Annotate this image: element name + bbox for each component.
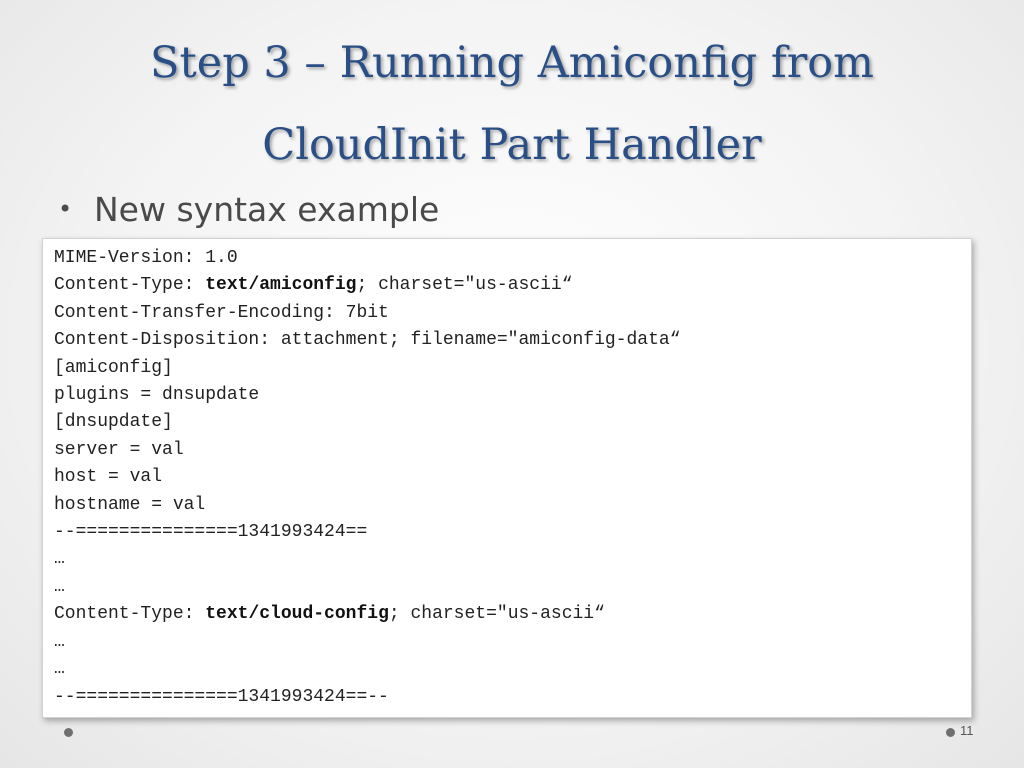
left-footer-dot-icon [64, 728, 73, 737]
slide-title-line-1: Step 3 – Running Amiconfig from [150, 38, 874, 88]
code-line: hostname = val [54, 494, 206, 515]
code-text: Content-Type: [54, 604, 206, 625]
code-block: MIME-Version: 1.0 Content-Type: text/ami… [42, 238, 972, 718]
code-bold-text: text/cloud-config [205, 604, 389, 625]
code-bold-text: text/amiconfig [205, 275, 357, 296]
code-line: … [54, 659, 65, 680]
slide-title-line-2: CloudInit Part Handler [262, 120, 762, 170]
bullet-item: • New syntax example [58, 186, 439, 232]
code-line: host = val [54, 467, 163, 488]
code-line: MIME-Version: 1.0 [54, 248, 238, 268]
code-line: Content-Type: text/amiconfig; charset="u… [54, 272, 971, 299]
code-line: Content-Type: text/cloud-config; charset… [54, 601, 971, 628]
code-line: [dnsupdate] [54, 412, 173, 433]
right-footer-dot-icon [946, 728, 955, 737]
code-line: … [54, 549, 65, 570]
code-text: ; charset="us-ascii“ [388, 604, 605, 625]
code-line: … [54, 631, 65, 652]
code-line: --===============1341993424== [54, 522, 368, 543]
code-text: ; charset="us-ascii“ [356, 275, 573, 296]
slide-title: Step 3 – Running Amiconfig from CloudIni… [0, 22, 1024, 186]
page-number: 11 [960, 723, 974, 738]
code-line: … [54, 576, 65, 597]
code-line: --===============1341993424==-- [54, 686, 389, 707]
code-line: [amiconfig] [54, 357, 173, 378]
code-line: Content-Disposition: attachment; filenam… [54, 330, 681, 351]
bullet-dot-icon: • [58, 195, 73, 223]
code-line: Content-Transfer-Encoding: 7bit [54, 302, 389, 323]
code-line: server = val [54, 439, 184, 460]
bullet-text: New syntax example [94, 189, 440, 229]
code-line: plugins = dnsupdate [54, 385, 260, 406]
code-text: Content-Type: [54, 275, 206, 296]
